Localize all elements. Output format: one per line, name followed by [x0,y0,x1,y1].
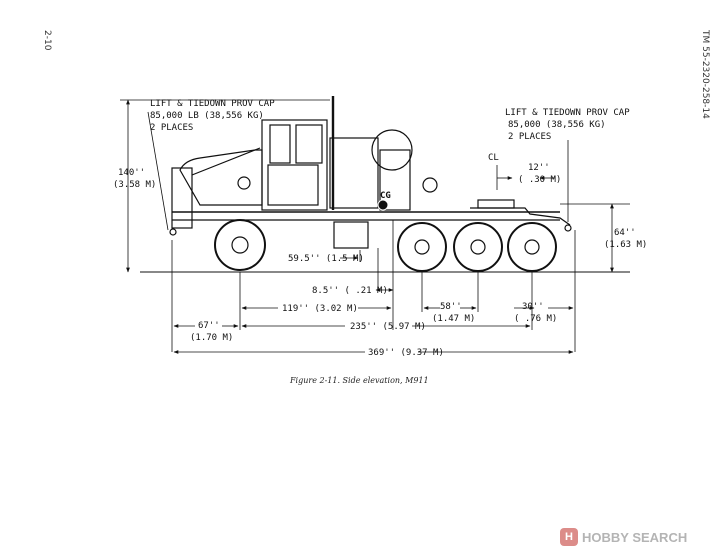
dim-12-in: 12'' [528,163,550,173]
dim-30-in: 30'' [522,302,544,312]
dim-64-m: (1.63 M) [604,240,647,250]
lift-rear-line3: 2 PLACES [508,132,551,142]
lift-front-line2: 85,000 LB (38,556 KG) [150,111,264,121]
dim-235: 235'' (5.97 M) [350,322,426,332]
cg-symbol: CG [377,191,391,211]
cg-label: CG [380,191,391,201]
lift-front-line3: 2 PLACES [150,123,193,133]
dim-12-m: ( .30 M) [518,175,561,185]
dim-58-m: (1.47 M) [432,314,475,324]
dim-8-5: 8.5'' ( .21 M) [312,286,388,296]
dim-58-in: 58'' [440,302,462,312]
lift-front-line1: LIFT & TIEDOWN PROV CAP [150,99,275,109]
dim-67-in: 67'' [198,321,220,331]
dim-64-in: 64'' [614,228,636,238]
dim-369: 369'' (9.37 M) [368,348,444,358]
watermark-text: HOBBY SEARCH [582,529,688,545]
lift-rear-line2: 85,000 (38,556 KG) [508,120,606,130]
figure-caption: Figure 2-11. Side elevation, M911 [290,376,429,385]
dim-59-5: 59.5'' (1.5 M) [288,254,364,264]
watermark-logo: H HOBBY SEARCH [560,527,687,547]
dimension-lines [120,99,630,354]
centerline-label: CL [488,153,499,163]
dim-119: 119'' (3.02 M) [282,304,358,314]
dim-30-m: ( .76 M) [514,314,557,324]
truck-outline [140,96,630,273]
dim-140-in: 140'' [118,168,145,178]
lift-rear-line1: LIFT & TIEDOWN PROV CAP [505,108,630,118]
dim-140-m: (3.58 M) [113,180,156,190]
dim-67-m: (1.70 M) [190,333,233,343]
hobby-search-icon: H [560,528,578,546]
